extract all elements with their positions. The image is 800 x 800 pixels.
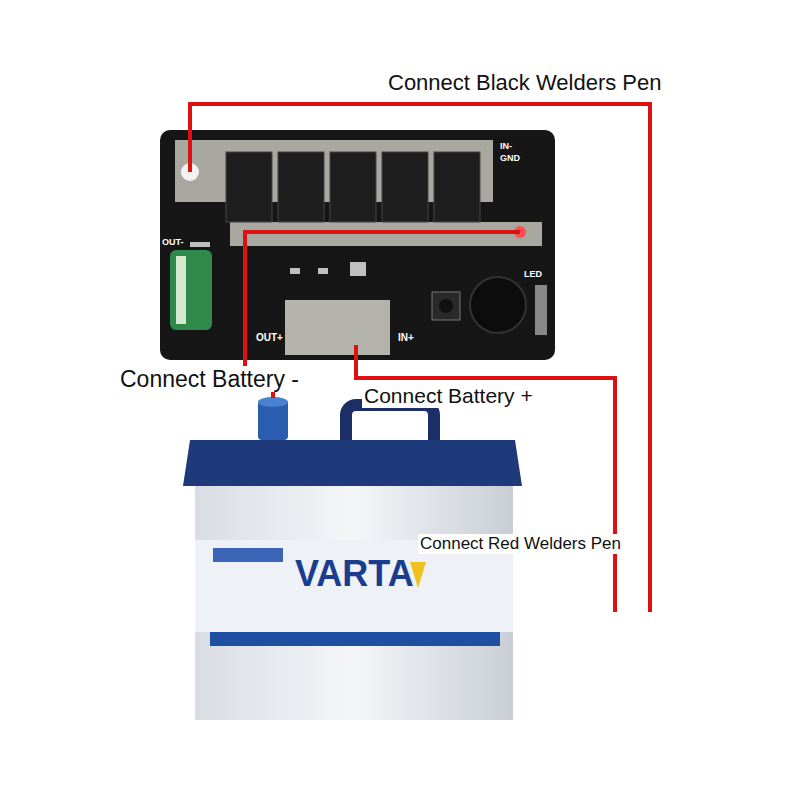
callout-label: Connect Black Welders Pen: [386, 70, 664, 95]
callout-label: Connect Red Welders Pen: [418, 534, 623, 554]
callout-label: Connect Battery -: [118, 366, 301, 392]
battery: [183, 397, 522, 720]
brand-name: VARTA: [295, 556, 414, 592]
pcb-board: IN- GND OUT- OUT+ IN+ LED: [160, 130, 555, 360]
pcb-board: [160, 130, 555, 360]
pin-label: OUT-: [162, 238, 184, 247]
pin-label: LED: [524, 270, 542, 279]
pin-label: GND: [500, 154, 520, 163]
callout-label: Connect Battery +: [362, 384, 535, 408]
battery: VARTA: [183, 398, 522, 720]
pin-label: IN+: [398, 333, 414, 343]
pin-label: IN-: [500, 142, 512, 151]
pin-label: OUT+: [256, 333, 283, 343]
